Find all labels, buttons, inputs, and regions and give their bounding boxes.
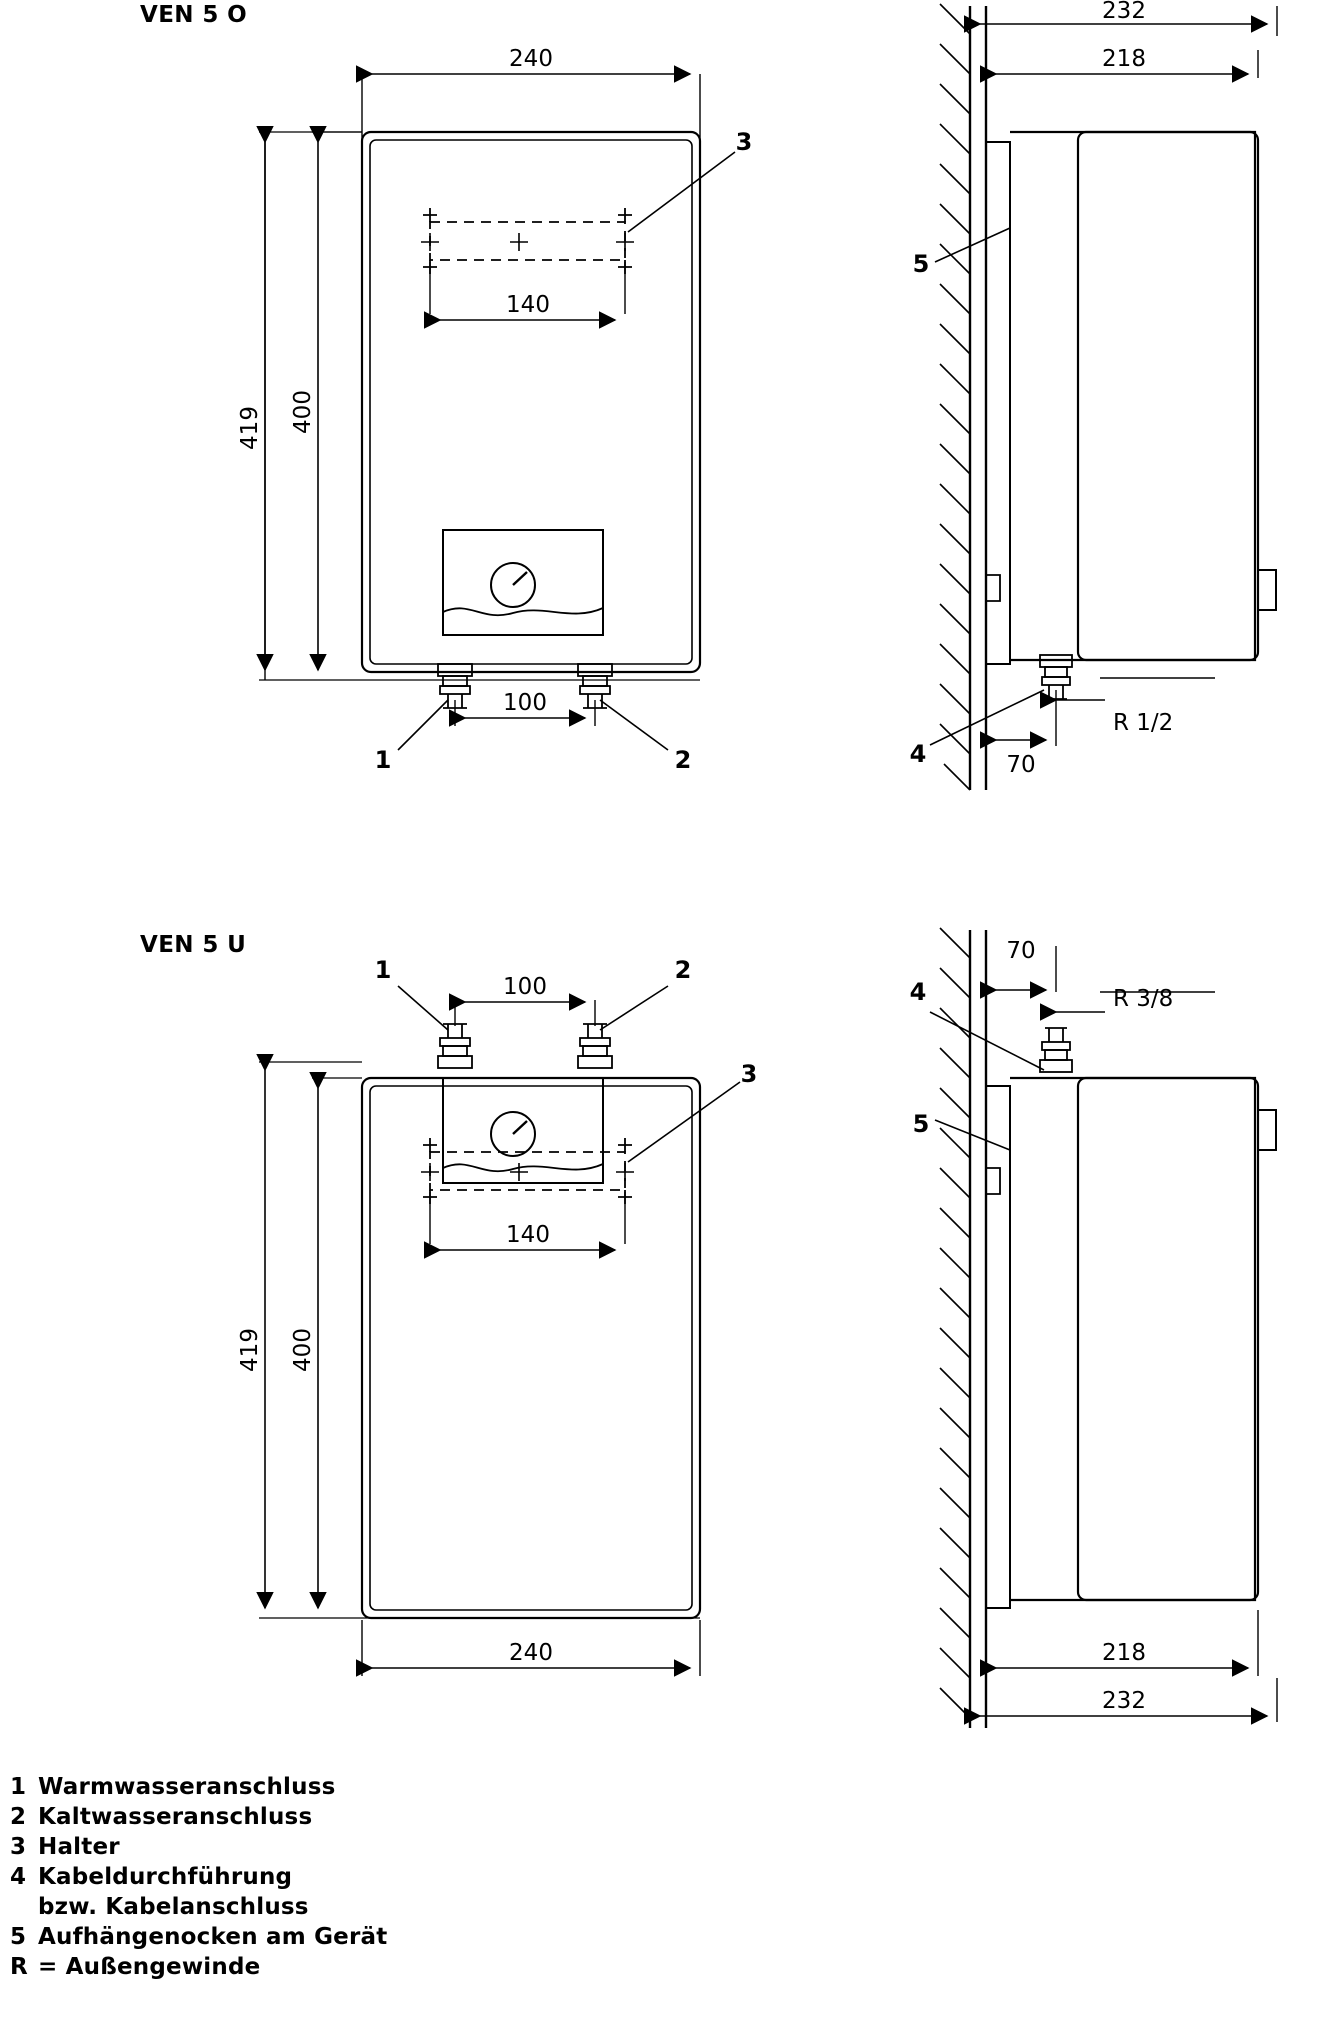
dim-bottom-depth-body: 218 (1102, 1640, 1146, 1666)
legend-text-r: = Außengewinde (38, 1954, 261, 1980)
callout-2-top: 2 (675, 746, 692, 774)
thread-top: R 1/2 (1113, 710, 1173, 736)
legend-key-r: R (10, 1954, 28, 1980)
dim-bottom-bracket: 140 (506, 1222, 550, 1248)
dim-top-wall-offset: 70 (1006, 752, 1035, 778)
dim-top-height-body: 400 (290, 390, 316, 434)
callout-4-top: 4 (910, 740, 927, 768)
dim-top-depth-total: 232 (1102, 0, 1146, 24)
legend-text-4: Kabeldurchführung (38, 1864, 293, 1890)
dim-bottom-width: 240 (509, 1640, 553, 1666)
dim-top-width: 240 (509, 46, 553, 72)
legend: 1 Warmwasseranschluss 2 Kaltwasseranschl… (0, 1772, 1323, 1982)
legend-text-1: Warmwasseranschluss (38, 1774, 336, 1800)
callout-1-bottom: 1 (375, 956, 392, 984)
legend-text-3: Halter (38, 1834, 120, 1860)
dim-bottom-height-total: 419 (237, 1328, 263, 1372)
dim-bottom-depth-total: 232 (1102, 1688, 1146, 1714)
legend-key-5: 5 (10, 1924, 27, 1950)
callout-3-bottom: 3 (741, 1060, 758, 1088)
legend-item-2: 2 Kaltwasseranschluss (0, 1802, 1323, 1832)
callout-3-top: 3 (736, 128, 753, 156)
legend-key-1: 1 (10, 1774, 27, 1800)
legend-key-4: 4 (10, 1864, 27, 1890)
dim-bottom-wall-offset: 70 (1006, 938, 1035, 964)
title-ven5u: VEN 5 U (140, 932, 247, 958)
legend-item-4: 4 Kabeldurchführung (0, 1862, 1323, 1892)
drawing-canvas: 240 140 419 400 100 1 2 3 232 218 70 R 1… (237, 0, 1278, 1728)
legend-key-3: 3 (10, 1834, 27, 1860)
callout-2-bottom: 2 (675, 956, 692, 984)
dim-top-bracket: 140 (506, 292, 550, 318)
dim-bottom-spacing: 100 (503, 974, 547, 1000)
legend-item-5: 5 Aufhängenocken am Gerät (0, 1922, 1323, 1952)
legend-item-3: 3 Halter (0, 1832, 1323, 1862)
callout-4-bottom: 4 (910, 978, 927, 1006)
dim-top-spacing: 100 (503, 690, 547, 716)
dim-top-depth-body: 218 (1102, 46, 1146, 72)
legend-text-5: Aufhängenocken am Gerät (38, 1924, 388, 1950)
legend-item-1: 1 Warmwasseranschluss (0, 1772, 1323, 1802)
legend-key-2: 2 (10, 1804, 27, 1830)
dim-top-height-total: 419 (237, 406, 263, 450)
legend-item-4-cont: bzw. Kabelanschluss (0, 1892, 1323, 1922)
callout-5-top: 5 (913, 250, 930, 278)
title-ven5o: VEN 5 O (140, 2, 248, 28)
callout-1-top: 1 (375, 746, 392, 774)
dim-bottom-height-body: 400 (290, 1328, 316, 1372)
thread-bottom: R 3/8 (1113, 986, 1173, 1012)
legend-item-r: R = Außengewinde (0, 1952, 1323, 1982)
legend-text-2: Kaltwasseranschluss (38, 1804, 313, 1830)
legend-text-4-cont: bzw. Kabelanschluss (38, 1894, 309, 1920)
callout-5-bottom: 5 (913, 1110, 930, 1138)
